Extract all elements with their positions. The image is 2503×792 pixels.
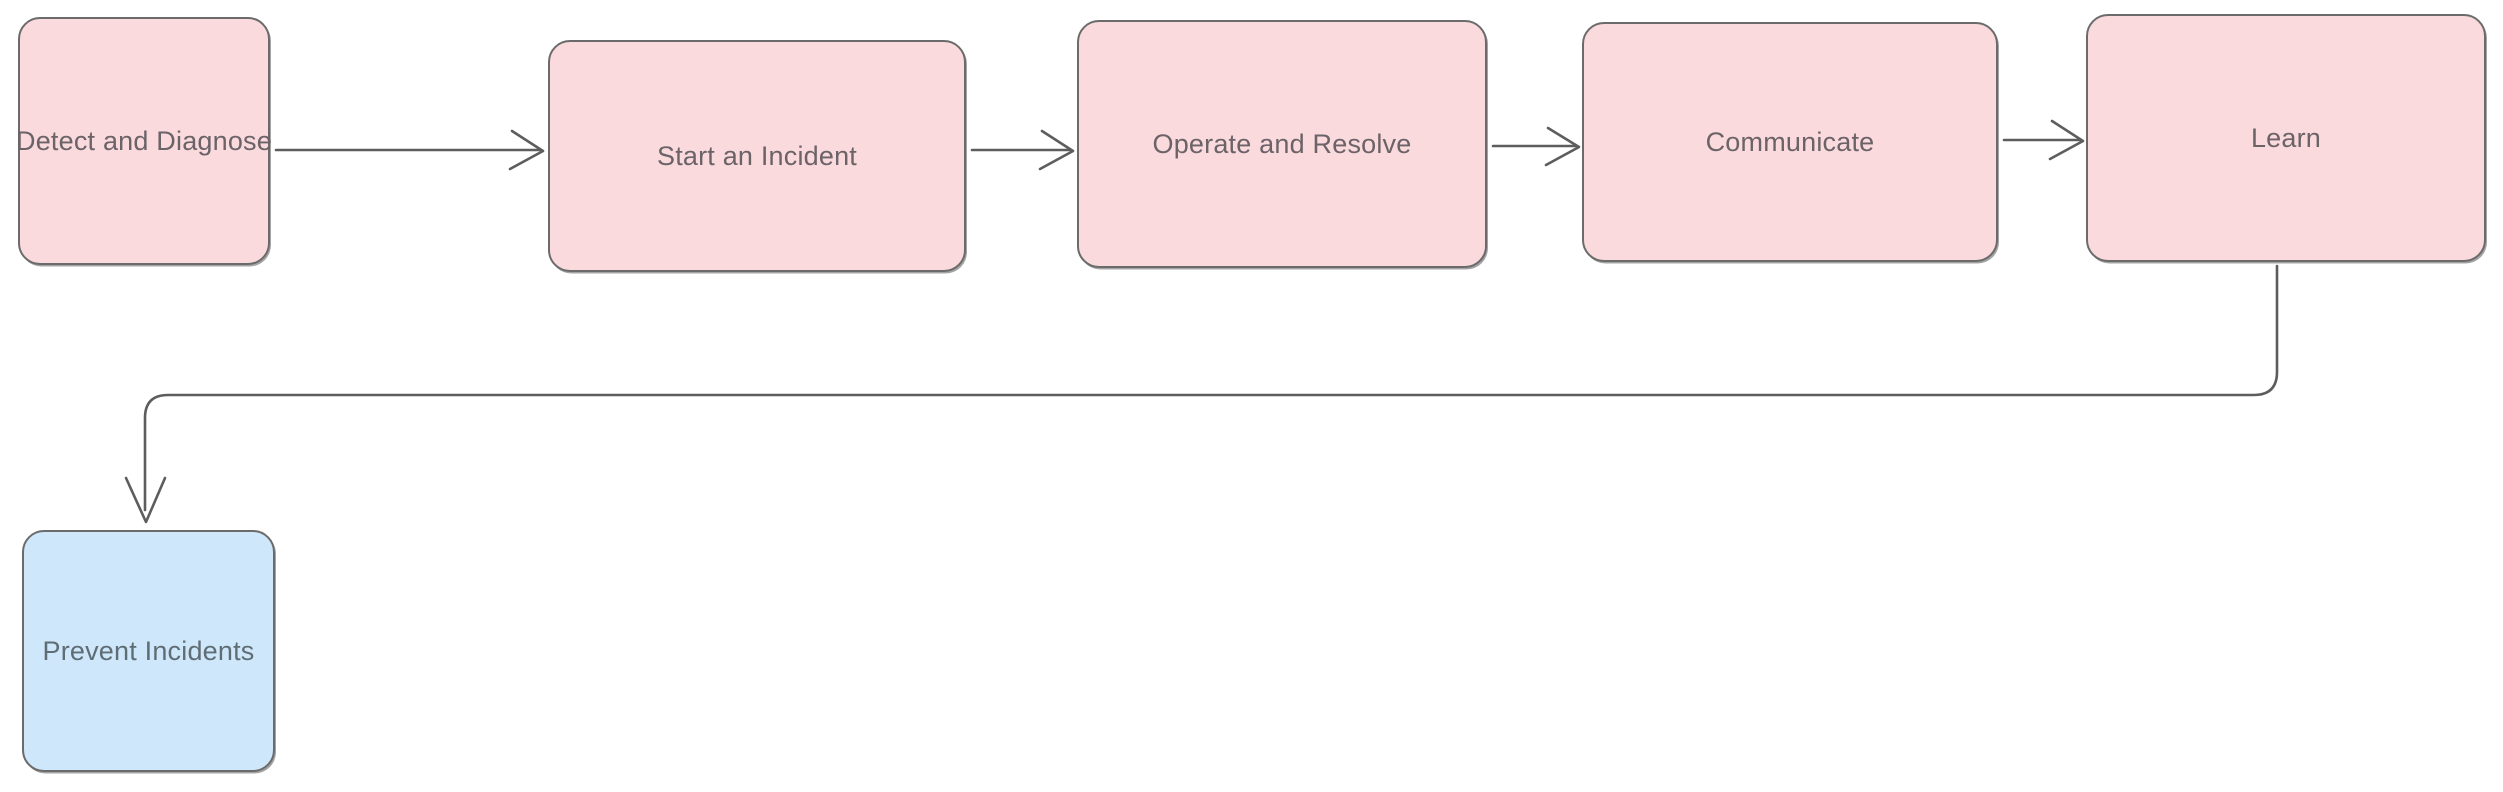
node-label: Prevent Incidents: [42, 635, 255, 666]
node-label: Communicate: [1705, 126, 1875, 157]
node-label: Detect and Diagnose: [16, 125, 272, 156]
edge-detect-to-start: [274, 129, 545, 171]
node-label: Learn: [2250, 122, 2322, 153]
edge-learn-to-prevent: [124, 264, 2279, 524]
node-communicate[interactable]: Communicate: [1582, 22, 1998, 262]
node-start-an-incident[interactable]: Start an Incident: [548, 40, 966, 272]
node-operate-and-resolve[interactable]: Operate and Resolve: [1077, 20, 1487, 268]
node-learn[interactable]: Learn: [2086, 14, 2486, 262]
node-prevent-incidents[interactable]: Prevent Incidents: [22, 530, 275, 772]
edge-start-to-operate: [970, 129, 1075, 171]
node-label: Operate and Resolve: [1152, 128, 1412, 159]
edge-operate-to-communicate: [1491, 126, 1581, 167]
node-detect-and-diagnose[interactable]: Detect and Diagnose: [16, 17, 272, 265]
edge-communicate-to-learn: [2002, 119, 2085, 161]
node-label: Start an Incident: [656, 140, 858, 171]
